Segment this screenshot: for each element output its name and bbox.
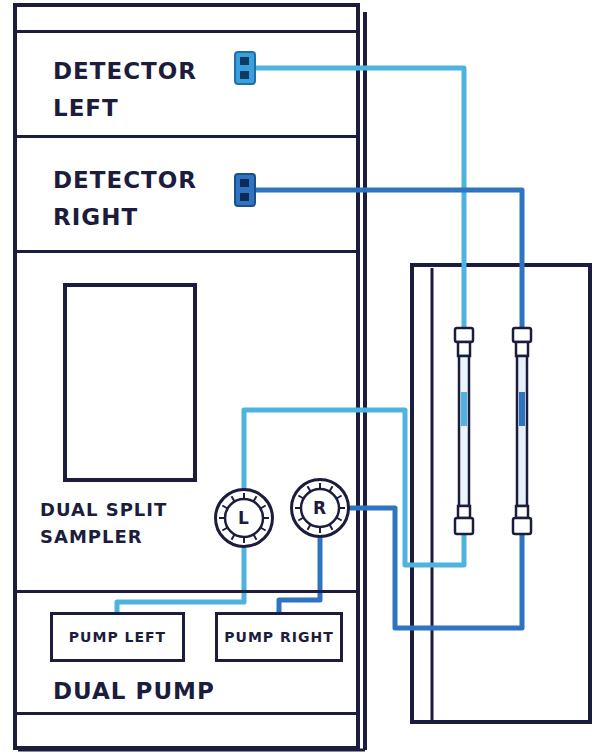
valve-tick [260, 506, 265, 509]
valve-rotor [301, 489, 339, 527]
valve-tick [330, 524, 333, 529]
panel-title: DETECTOR RIGHT [53, 162, 228, 236]
valve-tick [295, 507, 301, 509]
panel-title: DUAL PUMP [53, 677, 313, 707]
tubing-connector [117, 548, 244, 612]
stack-base [18, 749, 365, 752]
valve-tick [298, 518, 303, 521]
fitting-port [240, 193, 249, 201]
hplc-column [455, 328, 473, 534]
valve-tick [222, 506, 227, 509]
valve-tick [222, 528, 227, 531]
oven-door [431, 268, 434, 720]
tube-stub [255, 66, 358, 71]
valve-tick [254, 496, 257, 501]
tubing-connector [350, 190, 522, 628]
valve-tick [336, 518, 341, 521]
tube-stub [255, 188, 358, 193]
valve-tick [232, 496, 235, 501]
detector-fitting [235, 174, 255, 206]
valve-tick [260, 528, 265, 531]
fitting-port [240, 179, 249, 187]
valve-tick [336, 496, 341, 499]
valve-tick [232, 534, 235, 539]
sampler-screen [65, 285, 195, 480]
valve-tick [308, 524, 311, 529]
valve-letter: R [313, 498, 327, 518]
tubing-connector [244, 68, 464, 565]
detector-panel: DETECTOR RIGHT [15, 135, 358, 250]
valve-tick [308, 486, 311, 491]
valve-faces [219, 483, 345, 543]
valve-tick [330, 486, 333, 491]
valve-tick [319, 483, 321, 489]
valve-tick [339, 507, 345, 509]
column-oven [412, 265, 590, 722]
fitting-port [240, 71, 249, 79]
fitting-port [240, 57, 249, 65]
valve-tick [319, 527, 321, 533]
pump-box: PUMP LEFT [50, 612, 185, 662]
sampler-panel: DUAL SPLIT SAMPLER L R [15, 250, 358, 590]
detector-panel: DETECTOR LEFT [15, 30, 358, 135]
stack-side [363, 12, 367, 750]
instrument-stack [15, 5, 358, 748]
pump-label: PUMP RIGHT [224, 629, 333, 646]
valve-rotor [225, 499, 263, 537]
pump-box: PUMP RIGHT [215, 612, 343, 662]
valve-knob: L [214, 488, 274, 548]
valve-tick [243, 537, 245, 543]
valve-letter: L [238, 508, 250, 528]
pump-panel: DUAL PUMP PUMP LEFT PUMP RIGHT [15, 590, 358, 715]
detector-fitting [235, 52, 255, 84]
panel-title: DUAL SPLIT SAMPLER [40, 496, 208, 550]
valve-knob: R [290, 478, 350, 538]
tubing-connector [279, 538, 320, 612]
panel-title: DETECTOR LEFT [53, 53, 228, 127]
valve-tick [219, 517, 225, 519]
valve-tick [243, 493, 245, 499]
pump-label: PUMP LEFT [69, 629, 166, 646]
hplc-column [513, 328, 531, 534]
valve-tick [263, 517, 269, 519]
valve-tick [298, 496, 303, 499]
valve-tick [254, 534, 257, 539]
